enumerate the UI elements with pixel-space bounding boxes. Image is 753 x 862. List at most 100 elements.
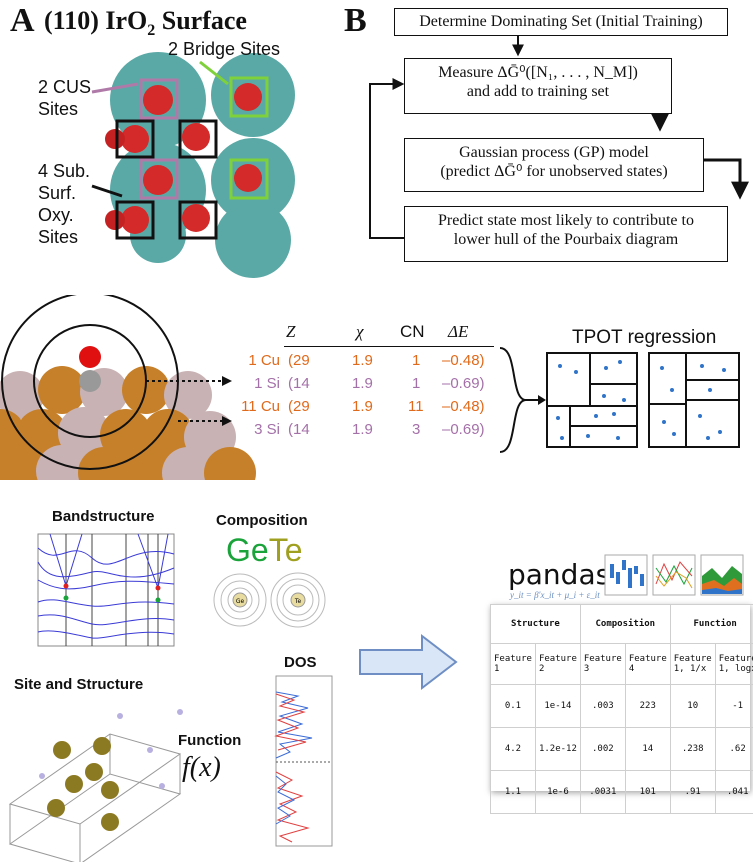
adsorbate-o-atom bbox=[79, 346, 101, 368]
row-delta-e: –0.48) bbox=[442, 398, 485, 415]
ir-atom bbox=[215, 202, 291, 278]
header-cn: CN bbox=[400, 322, 425, 342]
tpot-points-2 bbox=[660, 364, 726, 440]
tpot-tree-2 bbox=[648, 352, 740, 448]
table-cell: .91 bbox=[670, 771, 715, 814]
table-cell: -1 bbox=[715, 685, 753, 728]
o-atom-sub bbox=[121, 125, 149, 153]
flow-box-measure-line1: Measure ΔḠ⁰([N₁, . . . , N_M]) bbox=[411, 63, 665, 82]
unit-cell-edges bbox=[10, 734, 180, 862]
crystal-structure bbox=[0, 694, 200, 862]
group-header: Function bbox=[670, 605, 753, 644]
data-point bbox=[722, 368, 726, 372]
pandas-dataframe: Structure Composition Function Feature 1… bbox=[490, 604, 750, 791]
ge-sphere bbox=[93, 737, 111, 755]
pandas-table: Structure Composition Function Feature 1… bbox=[490, 604, 753, 814]
arrow-shape bbox=[360, 636, 456, 688]
ge-sphere bbox=[65, 775, 83, 793]
header-z: Z bbox=[286, 322, 295, 342]
row-chi: 1.9 bbox=[352, 421, 373, 438]
arrowhead bbox=[538, 395, 546, 405]
thumbnail-bar bbox=[616, 572, 620, 584]
ge-sphere bbox=[53, 741, 71, 759]
ge-sphere bbox=[101, 813, 119, 831]
row-z: (14 bbox=[288, 421, 310, 438]
arrow-3-4 bbox=[702, 160, 740, 196]
pandas-formula: y_it = β′x_it + μ_i + ε_it bbox=[510, 590, 600, 600]
o-atom-back bbox=[105, 210, 125, 230]
data-point bbox=[586, 434, 590, 438]
flow-box-gp-model: Gaussian process (GP) model (predict ΔḠ⁰… bbox=[404, 138, 704, 192]
header-underline bbox=[284, 346, 494, 347]
cus-sites-label-1: 2 CUS bbox=[38, 76, 91, 98]
table-row: 1.1 1e-6 .0031 101 .91 .041 bbox=[491, 771, 753, 814]
row-label: 11 Cu bbox=[230, 398, 280, 415]
group-header: Composition bbox=[580, 605, 670, 644]
table-cell: 1e-14 bbox=[535, 685, 580, 728]
pandas-logo-text: pandas bbox=[508, 558, 610, 591]
pandas-thumbnail-charts bbox=[604, 554, 746, 596]
data-point bbox=[604, 366, 608, 370]
o-atom-sub bbox=[121, 206, 149, 234]
data-point bbox=[706, 436, 710, 440]
tpot-partition-2 bbox=[650, 354, 738, 446]
table-cell: .041 bbox=[715, 771, 753, 814]
table-cell: 223 bbox=[625, 685, 670, 728]
data-point bbox=[672, 432, 676, 436]
te-sphere bbox=[159, 783, 165, 789]
table-group-row: Structure Composition Function bbox=[491, 605, 753, 644]
column-header: Feature 2 bbox=[535, 644, 580, 685]
ge-sphere bbox=[47, 799, 65, 817]
table-cell: 0.1 bbox=[491, 685, 536, 728]
group-header: Structure bbox=[491, 605, 581, 644]
descriptor-row: 1 Cu (29 1.9 1 –0.48) bbox=[230, 352, 500, 374]
flow-box-dominating-set: Determine Dominating Set (Initial Traini… bbox=[394, 8, 728, 36]
curly-brace bbox=[500, 348, 526, 452]
flow-box-gp-line1: Gaussian process (GP) model bbox=[411, 143, 697, 162]
ge-nucleus-label: Ge bbox=[236, 598, 245, 605]
data-point bbox=[670, 388, 674, 392]
flow-box-gp-line2: (predict ΔḠ⁰ for unobserved states) bbox=[411, 162, 697, 181]
data-point bbox=[718, 430, 722, 434]
plot-frame bbox=[38, 534, 174, 646]
data-point bbox=[698, 414, 702, 418]
data-point bbox=[558, 364, 562, 368]
descriptor-row: 1 Si (14 1.9 1 –0.69) bbox=[230, 375, 500, 397]
bandstructure-plot bbox=[30, 528, 180, 663]
row-label: 1 Cu bbox=[230, 352, 280, 369]
ge-symbol: Ge bbox=[226, 532, 269, 568]
descriptor-header-row: Z χ CN ΔE bbox=[230, 322, 500, 344]
adsorbate-c-atom bbox=[79, 370, 101, 392]
data-point bbox=[612, 412, 616, 416]
table-cell: .62 bbox=[715, 728, 753, 771]
row-chi: 1.9 bbox=[352, 375, 373, 392]
sub-sites-label-1: 4 Sub. bbox=[38, 160, 90, 182]
o-atom-sub bbox=[182, 123, 210, 151]
column-header: Feature 1, logx bbox=[715, 644, 753, 685]
flow-box-predict-state: Predict state most likely to contribute … bbox=[404, 206, 728, 262]
row-label: 3 Si bbox=[230, 421, 280, 438]
row-delta-e: –0.48) bbox=[442, 352, 485, 369]
thumbnail-bar bbox=[622, 560, 626, 570]
tpot-title: TPOT regression bbox=[572, 327, 716, 349]
flow-box-measure-line2: and add to training set bbox=[411, 82, 665, 101]
data-point bbox=[556, 416, 560, 420]
bridge-sites-label: 2 Bridge Sites bbox=[168, 38, 280, 60]
table-cell: .002 bbox=[580, 728, 625, 771]
sub-sites-label-4: Sites bbox=[38, 226, 78, 248]
row-chi: 1.9 bbox=[352, 352, 373, 369]
flow-box-measure: Measure ΔḠ⁰([N₁, . . . , N_M]) and add t… bbox=[404, 58, 672, 114]
table-column-row: Feature 1 Feature 2 Feature 3 Feature 4 … bbox=[491, 644, 753, 685]
table-cell: 4.2 bbox=[491, 728, 536, 771]
data-point bbox=[560, 436, 564, 440]
o-atom-bridge bbox=[234, 83, 262, 111]
data-point bbox=[700, 364, 704, 368]
column-header: Feature 4 bbox=[625, 644, 670, 685]
function-title: Function bbox=[178, 732, 241, 749]
row-delta-e: –0.69) bbox=[442, 421, 485, 438]
o-atom-bridge bbox=[234, 164, 262, 192]
cell-face bbox=[10, 774, 180, 862]
table-cell: 101 bbox=[625, 771, 670, 814]
atom-shell-diagrams: Ge Te bbox=[210, 570, 330, 630]
header-chi: χ bbox=[356, 322, 363, 342]
